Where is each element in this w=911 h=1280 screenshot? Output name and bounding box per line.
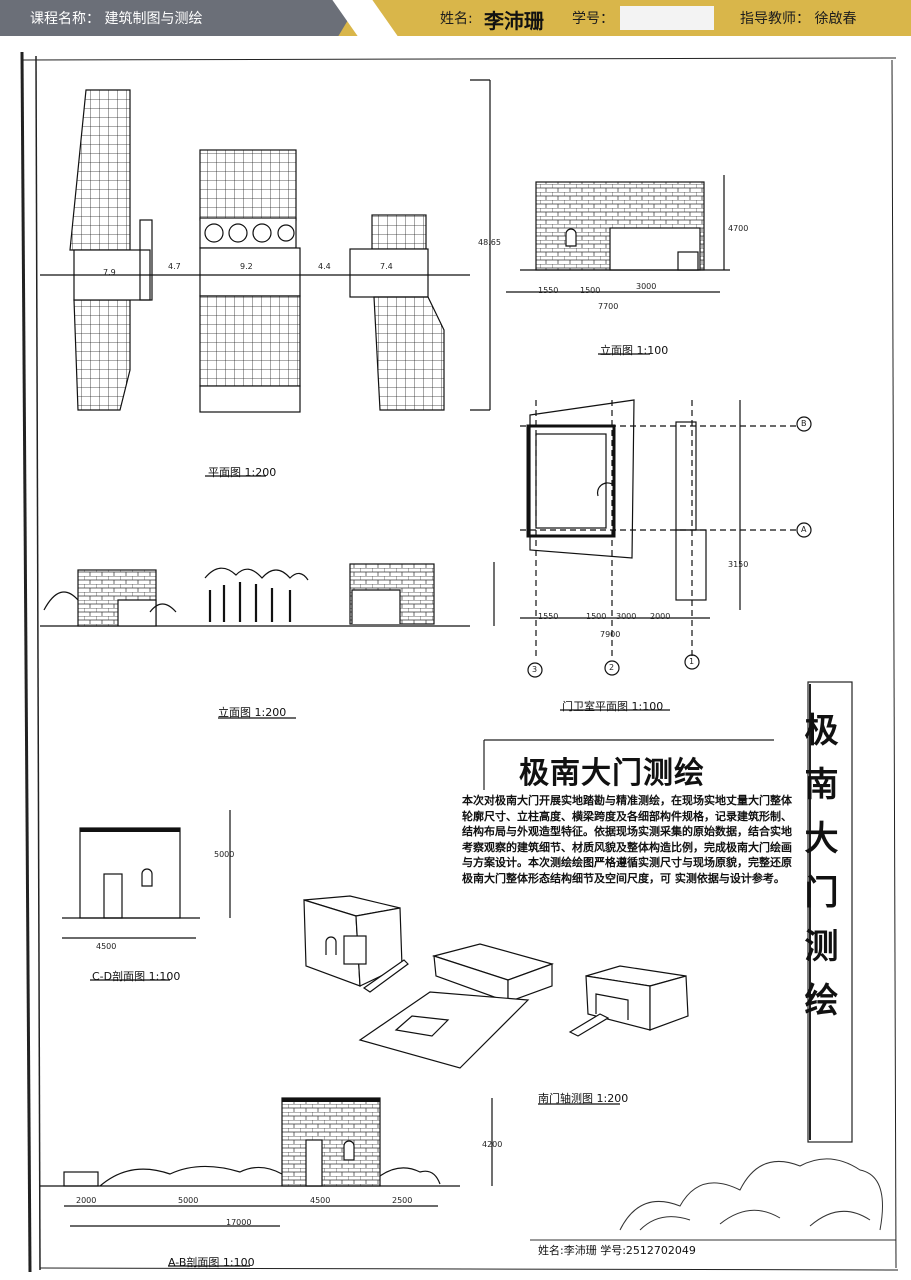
dim-5000: 5000	[178, 1196, 199, 1205]
section-ab-drawing	[40, 1097, 493, 1267]
course-label: 课程名称： 建筑制图与测绘	[30, 11, 203, 27]
section-cd-drawing	[62, 810, 231, 981]
label-section-cd: C-D剖面图 1:100	[92, 970, 181, 983]
drawing-title: 极南大门测绘	[519, 756, 705, 791]
dim-7900: 7900	[600, 630, 621, 639]
axis-a: A	[801, 525, 807, 534]
site-plan-drawing	[40, 79, 491, 477]
name-label: 姓名:	[440, 11, 473, 27]
gate-elevation-small	[506, 175, 730, 355]
guard-house-plan	[520, 399, 812, 711]
dim-1550-b: 1550	[538, 612, 559, 621]
signature: 姓名:李沛珊 学号:2512702049	[538, 1244, 696, 1257]
dim-2000-b: 2000	[76, 1196, 97, 1205]
dim-7-4: 7.4	[380, 262, 393, 271]
dim-4700: 4700	[728, 224, 749, 233]
axis-3: 3	[532, 665, 538, 674]
dim-4200: 4200	[482, 1140, 503, 1149]
label-plan: 平面图 1:200	[208, 466, 277, 479]
dim-4500-b: 4500	[310, 1196, 331, 1205]
dim-4500: 4500	[96, 942, 117, 951]
dim-1500-b: 1500	[586, 612, 607, 621]
sheet-border	[20, 51, 899, 1273]
dim-48-65: 48.65	[478, 238, 501, 247]
axis-1: 1	[689, 657, 695, 666]
axis-2: 2	[609, 663, 615, 672]
dim-3000: 3000	[636, 282, 657, 291]
dim-4-4: 4.4	[318, 262, 331, 271]
vertical-title: 极南大门测绘	[798, 712, 838, 1036]
dim-2000: 2000	[650, 612, 671, 621]
redacted-id	[620, 6, 714, 30]
label-guard-plan: 门卫室平面图 1:100	[562, 700, 664, 713]
dim-3000-b: 3000	[616, 612, 637, 621]
student-id-label: 学号：	[572, 11, 614, 27]
drawing-description: 本次对极南大门开展实地踏勘与精准测绘，在现场实地丈量大门整体轮廓尺寸、立柱高度、…	[462, 794, 792, 885]
dim-1550: 1550	[538, 286, 559, 295]
header-course-panel	[0, 0, 360, 36]
teacher-label: 指导教师： 徐啟春	[740, 11, 857, 27]
gate-elevation-long	[40, 562, 495, 719]
axonometric-drawing	[303, 895, 689, 1105]
dim-5000-b: 5000	[214, 850, 235, 859]
header-bar: 课程名称： 建筑制图与测绘 姓名: 李沛珊 学号： 指导教师： 徐啟春	[0, 0, 911, 36]
label-elevation-long: 立面图 1:200	[218, 706, 287, 719]
dim-7-9: 7.9	[103, 268, 116, 277]
tree-sketch	[530, 1158, 896, 1241]
title-frame	[483, 681, 853, 1143]
dim-3150: 3150	[728, 560, 749, 569]
dim-2500: 2500	[392, 1196, 413, 1205]
dim-7700: 7700	[598, 302, 619, 311]
dim-4-7: 4.7	[168, 262, 181, 271]
axis-b: B	[801, 419, 807, 428]
label-elevation-small: 立面图 1:100	[600, 344, 669, 357]
dim-1500: 1500	[580, 286, 601, 295]
student-name: 李沛珊	[484, 9, 544, 33]
label-section-ab: A-B剖面图 1:100	[168, 1256, 255, 1269]
dim-17000: 17000	[226, 1218, 252, 1227]
dim-9-2: 9.2	[240, 262, 253, 271]
label-axonometric: 南门轴测图 1:200	[538, 1092, 629, 1105]
